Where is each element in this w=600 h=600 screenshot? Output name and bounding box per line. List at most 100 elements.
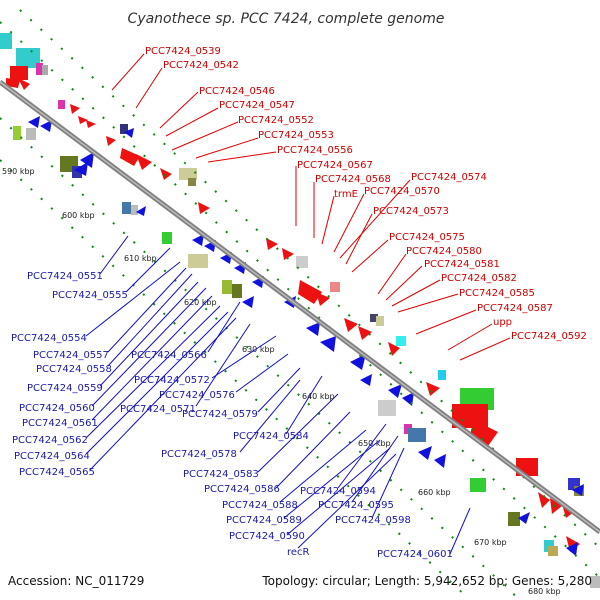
leader-line	[385, 265, 423, 301]
leader-line	[235, 353, 289, 393]
forward-gene	[6, 78, 20, 88]
gene-label[interactable]: PCC7424_0598	[335, 515, 411, 526]
feature-box	[222, 280, 232, 294]
leader-line	[85, 261, 181, 337]
leader-line	[371, 447, 405, 519]
forward-gene	[70, 104, 80, 114]
leader-line	[351, 435, 399, 503]
kbp-labels: 590 kbp 600 kbp 610 kbp 620 kbp 630 kbp …	[2, 167, 561, 596]
leader-line	[279, 429, 367, 503]
gene-label[interactable]: PCC7424_0584	[233, 431, 309, 442]
gene-label[interactable]: PCC7424_0567	[297, 160, 373, 171]
leader-line	[111, 53, 145, 91]
gene-label[interactable]: PCC7424_0575	[389, 232, 465, 243]
gene-label[interactable]: PCC7424_0574	[411, 172, 487, 183]
kbp-tick-label: 650 kbp	[358, 439, 391, 448]
gene-label[interactable]: PCC7424_0568	[315, 174, 391, 185]
forward-gene	[198, 202, 210, 214]
feature-box	[10, 66, 28, 80]
gene-label[interactable]: PCC7424_0576	[159, 390, 235, 401]
reverse-gene	[80, 152, 94, 168]
reverse-gene-labels: PCC7424_0551 PCC7424_0555 PCC7424_0554 P…	[11, 271, 453, 560]
reverse-gene	[418, 446, 432, 460]
feature-box	[16, 48, 40, 68]
map-title: Cyanothece sp. PCC 7424, complete genome	[128, 11, 445, 27]
leader-line	[391, 279, 441, 307]
gene-label[interactable]: PCC7424_0566	[131, 350, 207, 361]
gene-label[interactable]: PCC7424_0555	[52, 290, 128, 301]
gene-label[interactable]: PCC7424_0546	[199, 86, 275, 97]
gene-label[interactable]: upp	[493, 317, 512, 328]
gene-label[interactable]: PCC7424_0551	[27, 271, 103, 282]
forward-gene	[316, 292, 330, 306]
gene-label[interactable]: PCC7424_0588	[222, 500, 298, 511]
gene-label[interactable]: PCC7424_0585	[459, 288, 535, 299]
gene-label[interactable]: PCC7424_0579	[182, 409, 258, 420]
gene-label[interactable]: PCC7424_0564	[14, 451, 90, 462]
gene-label[interactable]: PCC7424_0587	[477, 303, 553, 314]
feature-box	[179, 168, 197, 180]
gene-label[interactable]: PCC7424_0561	[22, 418, 98, 429]
reverse-gene-arrows	[28, 116, 584, 556]
gene-label[interactable]: PCC7424_0583	[183, 469, 259, 480]
forward-gene	[358, 326, 372, 340]
gene-label[interactable]: recR	[287, 547, 310, 558]
leader-line	[207, 151, 277, 163]
gene-label[interactable]: PCC7424_0552	[238, 115, 314, 126]
gene-label[interactable]: PCC7424_0573	[373, 206, 449, 217]
forward-gene	[136, 154, 152, 170]
feature-box	[162, 232, 172, 244]
gene-label[interactable]: PCC7424_0592	[511, 331, 587, 342]
gene-label[interactable]: PCC7424_0582	[441, 273, 517, 284]
leader-line	[211, 335, 277, 379]
kbp-tick-label: 660 kbp	[418, 488, 451, 497]
leader-line	[377, 253, 407, 295]
reverse-gene	[242, 296, 254, 308]
leader-line	[275, 411, 351, 489]
leader-line	[135, 67, 163, 109]
gene-label[interactable]: PCC7424_0570	[364, 186, 440, 197]
leader-line	[257, 367, 301, 413]
leader-line	[415, 309, 477, 335]
gene-label[interactable]: PCC7424_0560	[19, 403, 95, 414]
feature-box	[188, 254, 208, 268]
gene-label[interactable]: PCC7424_0590	[229, 531, 305, 542]
reverse-gene	[518, 512, 530, 524]
gene-label[interactable]: PCC7424_0539	[145, 46, 221, 57]
gene-label[interactable]: PCC7424_0557	[33, 350, 109, 361]
gene-label[interactable]: PCC7424_0558	[36, 364, 112, 375]
reverse-gene	[28, 116, 40, 128]
gene-label[interactable]: PCC7424_0554	[11, 333, 87, 344]
gene-label[interactable]: PCC7424_0595	[318, 500, 394, 511]
gene-label[interactable]: PCC7424_0571	[120, 404, 196, 415]
gene-label[interactable]: PCC7424_0556	[277, 145, 353, 156]
feature-box	[548, 546, 558, 556]
feature-box	[470, 478, 486, 492]
gene-label[interactable]: PCC7424_0601	[377, 549, 453, 560]
feature-box	[188, 178, 196, 186]
gene-label[interactable]: PCC7424_0586	[204, 484, 280, 495]
gene-label[interactable]: trmE	[334, 189, 358, 200]
gene-label[interactable]: PCC7424_0572	[134, 375, 210, 386]
gene-label[interactable]: PCC7424_0580	[406, 246, 482, 257]
gene-label[interactable]: PCC7424_0581	[424, 259, 500, 270]
gene-label[interactable]: PCC7424_0594	[300, 486, 376, 497]
reverse-gene	[74, 162, 88, 176]
leader-line	[459, 337, 511, 361]
gene-label[interactable]: PCC7424_0547	[219, 100, 295, 111]
gene-label[interactable]: PCC7424_0553	[258, 130, 334, 141]
feature-box	[36, 63, 43, 75]
kbp-tick-label: 590 kbp	[2, 167, 35, 176]
kbp-tick-label: 600 kbp	[62, 211, 95, 220]
gene-label[interactable]: PCC7424_0565	[19, 467, 95, 478]
leader-line	[107, 273, 193, 367]
gene-label[interactable]: PCC7424_0589	[226, 515, 302, 526]
kbp-tick-label: 610 kbp	[124, 254, 157, 263]
gene-label[interactable]: PCC7424_0578	[161, 449, 237, 460]
leader-line	[195, 323, 251, 407]
gene-label[interactable]: PCC7424_0542	[163, 60, 239, 71]
forward-gene-labels: PCC7424_0539 PCC7424_0542 PCC7424_0546 P…	[145, 46, 587, 342]
gene-label[interactable]: PCC7424_0559	[27, 383, 103, 394]
gene-label[interactable]: PCC7424_0562	[12, 435, 88, 446]
leader-line	[351, 239, 389, 273]
